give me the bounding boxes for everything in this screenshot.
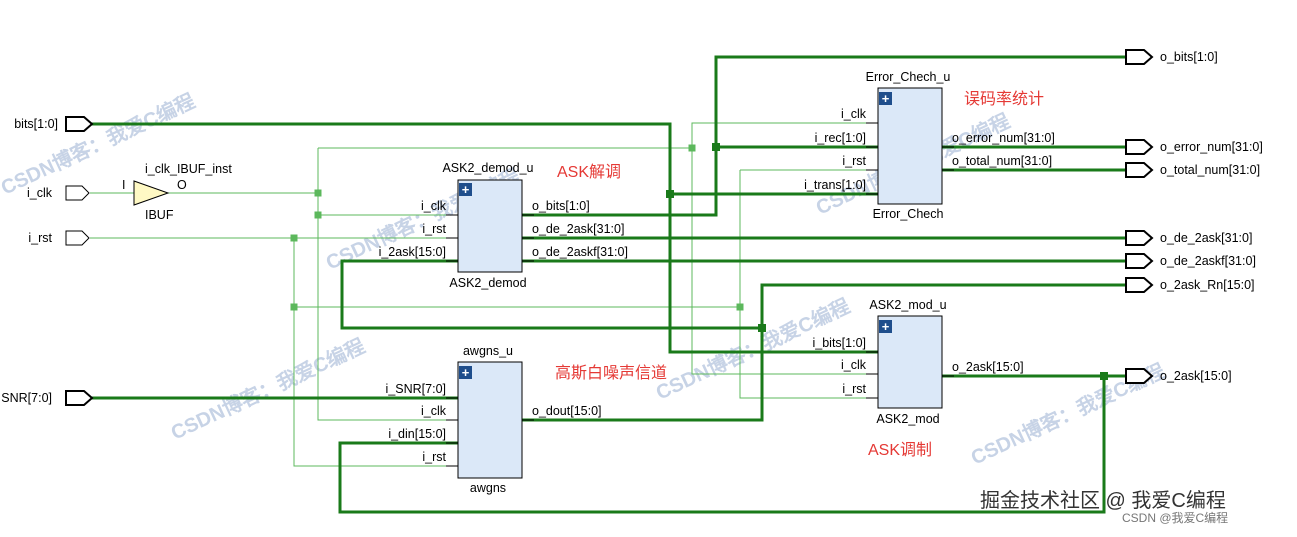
block-awgns[interactable]: awgns_u + i_SNR[7:0] i_clk i_din[15:0] i… [386,344,602,495]
pin-label: o_de_2ask[31:0] [532,222,624,236]
bus-wires [90,55,1126,514]
pin-label: o_dout[15:0] [532,404,602,418]
svg-text:+: + [882,319,890,334]
pin-label: i_rst [422,222,446,236]
port-label: o_2ask[15:0] [1160,369,1232,383]
port-label: o_2ask_Rn[15:0] [1160,278,1255,292]
plus-box-icon[interactable]: + [459,365,472,380]
port-label: bits[1:0] [14,117,58,131]
pin-label: i_trans[1:0] [804,178,866,192]
annotation-demod: ASK解调 [557,163,621,181]
ibuf-pin-in: I [122,178,125,192]
annotation-error: 误码率统计 [964,90,1044,108]
svg-text:+: + [882,91,890,106]
pin-label: i_din[15:0] [388,427,446,441]
pin-label: i_clk [841,358,867,372]
pin-label: i_clk [421,199,447,213]
pin-label: i_bits[1:0] [812,336,866,350]
svg-text:+: + [462,182,470,197]
ibuf-pin-out: O [177,178,187,192]
watermark: CSDN博客：我爱C编程 [167,334,368,445]
block-error-chech[interactable]: Error_Chech_u + i_clk i_rec[1:0] i_rst i… [804,70,1055,221]
block-ask2-mod[interactable]: ASK2_mod_u + i_bits[1:0] i_clk i_rst o_2… [812,298,1023,426]
annotation-mod: ASK调制 [868,441,932,459]
block-type-name: Error_Chech [873,207,944,221]
output-port-o-2ask[interactable]: o_2ask[15:0] [1125,368,1232,384]
input-port-i-rst[interactable]: i_rst [28,230,90,246]
pin-label: o_bits[1:0] [532,199,590,213]
output-port-o-de-2askf[interactable]: o_de_2askf[31:0] [1125,253,1256,269]
output-port-o-error-num[interactable]: o_error_num[31:0] [1125,139,1263,155]
pin-label: i_rst [842,382,866,396]
pin-label: i_rst [842,154,866,168]
footer-site: 掘金技术社区 @ 我爱C编程 [980,489,1226,512]
block-instance-name: awgns_u [463,344,513,358]
input-port-bits[interactable]: bits[1:0] [14,116,94,132]
pin-label: i_rec[1:0] [815,131,866,145]
pin-label: i_SNR[7:0] [386,382,446,396]
pin-label: i_clk [421,404,447,418]
plus-box-icon[interactable]: + [879,91,892,106]
pin-label: o_de_2askf[31:0] [532,245,628,259]
pin-label: o_error_num[31:0] [952,131,1055,145]
ibuf-cell[interactable]: i_clk_IBUF_inst I O IBUF [90,162,232,222]
port-label: SNR[7:0] [1,391,52,405]
output-port-o-bits[interactable]: o_bits[1:0] [1125,49,1218,65]
watermark: CSDN博客：我爱C编程 [0,89,198,200]
block-instance-name: ASK2_mod_u [869,298,946,312]
pin-label: o_2ask[15:0] [952,360,1024,374]
port-label: o_de_2ask[31:0] [1160,231,1252,245]
ibuf-instance-name: i_clk_IBUF_inst [145,162,232,176]
block-type-name: ASK2_mod [876,412,939,426]
block-instance-name: Error_Chech_u [866,70,951,84]
block-type-name: awgns [470,481,506,495]
footer-csdn: CSDN @我爱C编程 [1122,510,1228,525]
port-label: o_bits[1:0] [1160,50,1218,64]
annotation-awgn: 高斯白噪声信道 [555,364,667,382]
block-type-name: ASK2_demod [449,276,526,290]
pin-label: o_total_num[31:0] [952,154,1052,168]
output-port-o-2ask-rn[interactable]: o_2ask_Rn[15:0] [1125,277,1255,293]
input-port-snr[interactable]: SNR[7:0] [1,390,94,406]
block-ask2-demod[interactable]: ASK2_demod_u + i_clk i_rst i_2ask[15:0] … [379,161,628,290]
port-label: o_de_2askf[31:0] [1160,254,1256,268]
pin-label: i_2ask[15:0] [379,245,446,259]
port-label: o_error_num[31:0] [1160,140,1263,154]
signal-wires [90,122,878,467]
pin-label: i_rst [422,450,446,464]
port-label: i_rst [28,231,52,245]
port-label: i_clk [27,186,53,200]
pin-label: i_clk [841,107,867,121]
plus-box-icon[interactable]: + [879,319,892,334]
port-label: o_total_num[31:0] [1160,163,1260,177]
junctions [290,143,1108,380]
plus-box-icon[interactable]: + [459,182,472,197]
svg-text:+: + [462,365,470,380]
ibuf-type: IBUF [145,208,174,222]
output-port-o-total-num[interactable]: o_total_num[31:0] [1125,162,1260,178]
block-instance-name: ASK2_demod_u [442,161,533,175]
output-port-o-de-2ask[interactable]: o_de_2ask[31:0] [1125,230,1252,246]
input-port-i-clk[interactable]: i_clk [27,185,90,201]
